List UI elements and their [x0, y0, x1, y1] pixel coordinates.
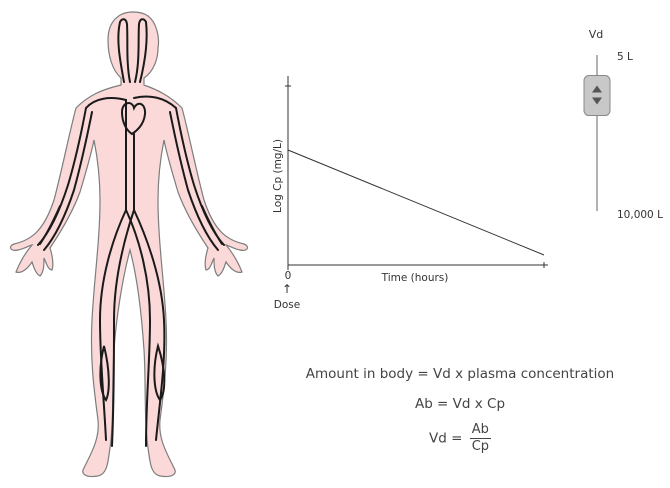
formula-vd: Vd = Ab Cp [270, 422, 650, 455]
formula-vd-numerator: Ab [470, 422, 491, 439]
formula-vd-denominator: Cp [470, 439, 491, 455]
x-axis-label: Time (hours) [381, 272, 449, 284]
vd-slider-bottom-label: 10,000 L [617, 209, 663, 221]
y-axis-label: Log Cp (mg/L) [272, 139, 284, 213]
concentration-time-chart: Log Cp (mg/L) Time (hours) 0 ↑ Dose [272, 76, 548, 311]
vd-slider-top-label: 5 L [617, 51, 633, 63]
vd-slider-handle[interactable] [584, 76, 610, 116]
human-body-figure [11, 12, 248, 477]
dose-label: Dose [274, 299, 300, 311]
formula-vd-lhs: Vd = [429, 431, 462, 447]
x-tick-label-0: 0 [285, 270, 292, 282]
vd-slider[interactable]: Vd 5 L 10,000 L [584, 28, 663, 221]
vd-slider-title: Vd [589, 28, 604, 41]
formula-ab: Ab = Vd x Cp [270, 396, 650, 412]
concentration-series-line [288, 150, 544, 255]
dose-arrow-icon: ↑ [282, 282, 292, 296]
formula-amount-in-body: Amount in body = Vd x plasma concentrati… [270, 366, 650, 382]
formula-vd-fraction: Ab Cp [470, 422, 491, 455]
formula-block: Amount in body = Vd x plasma concentrati… [270, 366, 650, 455]
